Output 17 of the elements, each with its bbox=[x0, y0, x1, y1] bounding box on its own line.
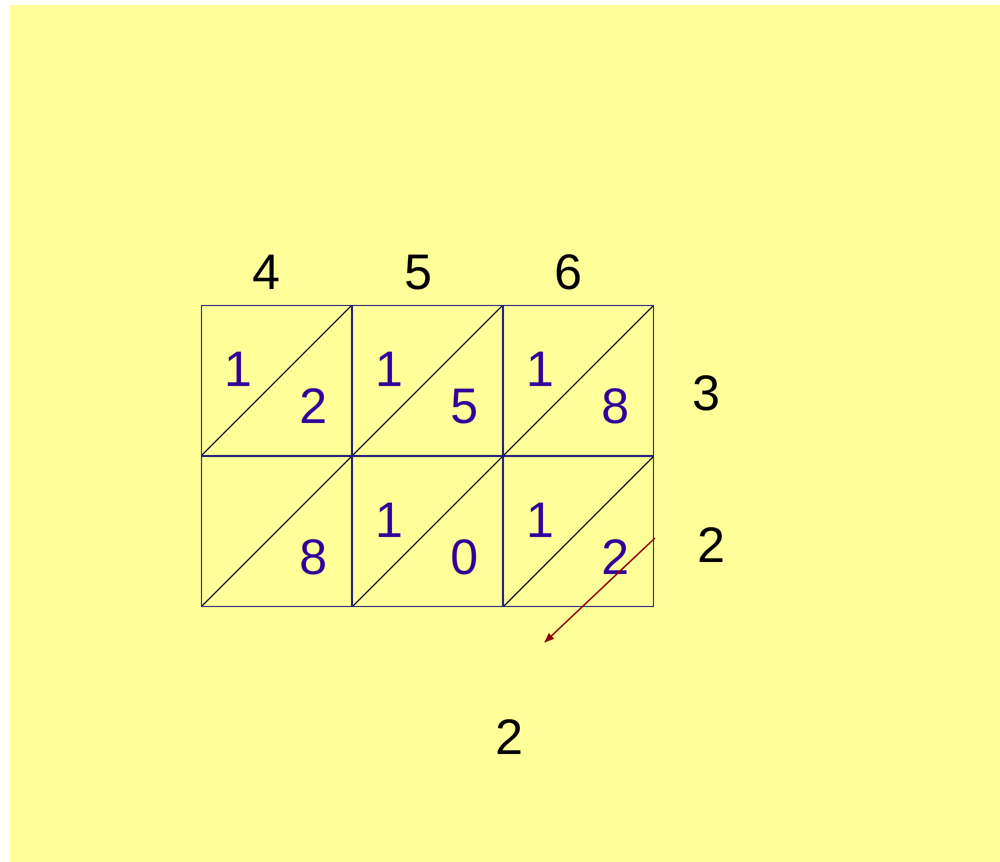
column-digit: 6 bbox=[554, 247, 582, 297]
digit: 5 bbox=[450, 381, 478, 431]
digit: 8 bbox=[299, 532, 327, 582]
digit: 1 bbox=[526, 344, 554, 394]
row-digit: 3 bbox=[692, 368, 720, 418]
digit: 0 bbox=[450, 532, 478, 582]
result-digit: 2 bbox=[495, 712, 523, 762]
digit: 2 bbox=[601, 532, 629, 582]
column-digit: 4 bbox=[252, 247, 280, 297]
digit: 2 bbox=[299, 381, 327, 431]
digit: 1 bbox=[526, 495, 554, 545]
digit: 1 bbox=[375, 495, 403, 545]
column-digit: 5 bbox=[404, 247, 432, 297]
digit: 8 bbox=[601, 381, 629, 431]
row-digit: 2 bbox=[697, 520, 725, 570]
digit: 1 bbox=[224, 344, 252, 394]
digit: 1 bbox=[375, 344, 403, 394]
